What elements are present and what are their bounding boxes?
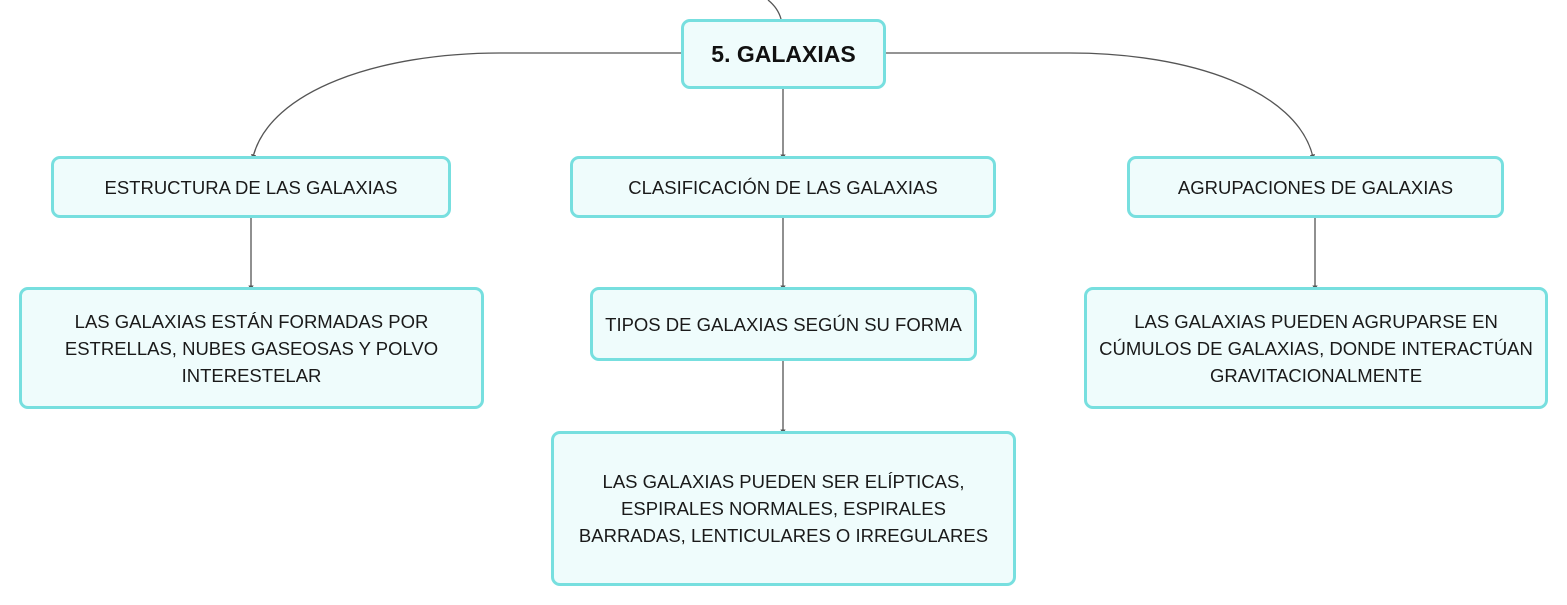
detail-node-tipos[interactable]: LAS GALAXIAS PUEDEN SER ELÍPTICAS, ESPIR… (551, 431, 1016, 586)
subtopic-label-tipos: TIPOS DE GALAXIAS SEGÚN SU FORMA (605, 313, 962, 335)
connector-root-to-estructura (251, 52, 681, 160)
branch-label-estructura: ESTRUCTURA DE LAS GALAXIAS (104, 176, 398, 198)
branch-label-clasificacion: CLASIFICACIÓN DE LAS GALAXIAS (628, 176, 938, 198)
subtopic-node-tipos[interactable]: TIPOS DE GALAXIAS SEGÚN SU FORMA (590, 287, 977, 361)
branch-node-estructura[interactable]: ESTRUCTURA DE LAS GALAXIAS (51, 156, 451, 218)
root-topic-label: 5. GALAXIAS (711, 40, 856, 67)
branch-label-agrupaciones: AGRUPACIONES DE GALAXIAS (1177, 176, 1454, 198)
detail-label-agrupaciones: LAS GALAXIAS PUEDEN AGRUPARSE EN CÚMULOS… (1099, 310, 1533, 386)
detail-node-agrupaciones[interactable]: LAS GALAXIAS PUEDEN AGRUPARSE EN CÚMULOS… (1084, 287, 1548, 409)
detail-node-estructura[interactable]: LAS GALAXIAS ESTÁN FORMADAS POR ESTRELLA… (19, 287, 484, 409)
branch-node-agrupaciones[interactable]: AGRUPACIONES DE GALAXIAS (1127, 156, 1504, 218)
root-topic-node[interactable]: 5. GALAXIAS (681, 19, 886, 89)
branch-node-clasificacion[interactable]: CLASIFICACIÓN DE LAS GALAXIAS (570, 156, 996, 218)
connector-parent-to-root (767, 0, 782, 20)
detail-label-tipos: LAS GALAXIAS PUEDEN SER ELÍPTICAS, ESPIR… (578, 471, 989, 546)
connector-root-to-agrupaciones (885, 52, 1315, 160)
detail-label-estructura: LAS GALAXIAS ESTÁN FORMADAS POR ESTRELLA… (64, 310, 439, 386)
